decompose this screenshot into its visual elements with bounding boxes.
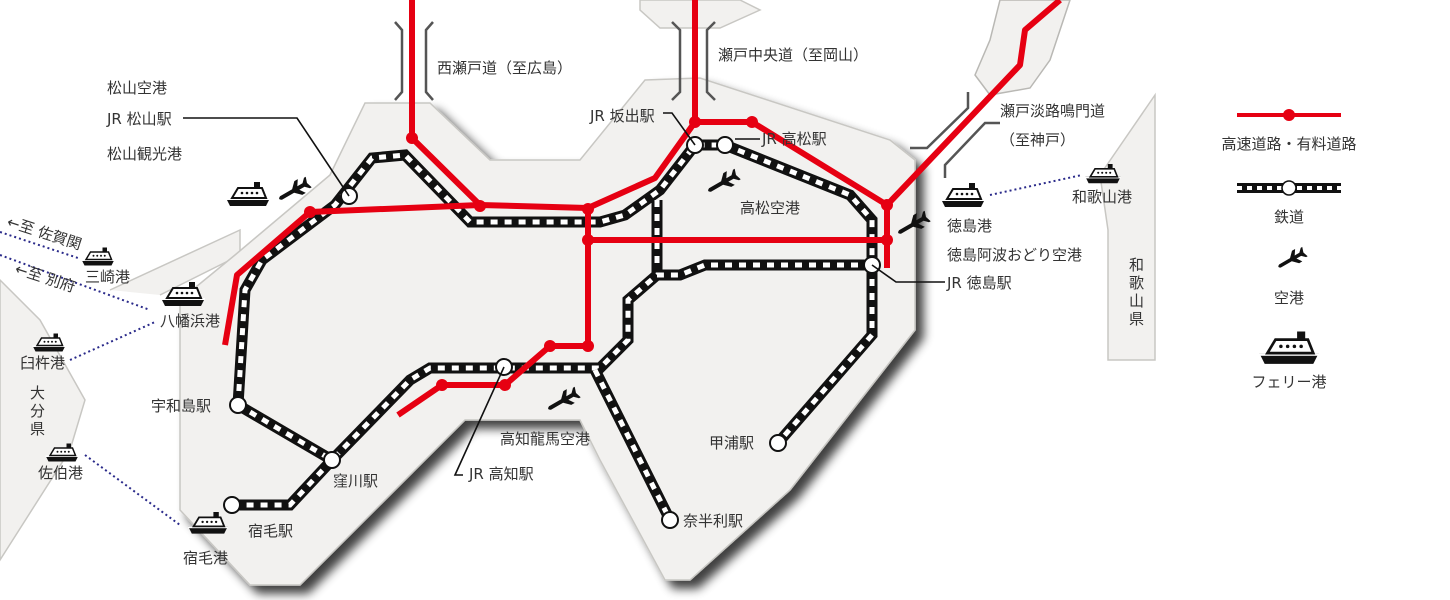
- label-wakayama-prefecture: 和 歌 山 県: [1129, 256, 1144, 328]
- label-matsuyama-airport: 松山空港: [107, 79, 167, 97]
- svg-text:山: 山: [1129, 292, 1144, 310]
- station-nahari[interactable]: [661, 511, 679, 529]
- label-misaki-port: 三崎港: [85, 268, 130, 286]
- label-tokushima-station: JR 徳島駅: [946, 274, 1012, 292]
- wakayama-land: [1099, 92, 1156, 361]
- legend-airport-icon: [1274, 245, 1309, 274]
- svg-text:歌: 歌: [1129, 274, 1144, 292]
- legend-rail: 鉄道: [1237, 180, 1341, 226]
- port-icon-matsuyama[interactable]: [225, 181, 271, 207]
- label-tokushima-port: 徳島港: [947, 217, 992, 235]
- legend-ferry-icon: [1257, 330, 1321, 366]
- ferry-route-tokushima-wakayama: [989, 174, 1083, 196]
- label-sukumo-station: 宿毛駅: [248, 522, 293, 540]
- ferry-routes: [0, 174, 1083, 526]
- highway-matsuyama-west: [222, 202, 481, 346]
- station-uwajima[interactable]: [229, 396, 247, 414]
- label-nahari-station: 奈半利駅: [683, 512, 743, 530]
- kyushu-land: [0, 278, 86, 562]
- label-yawatahama-port: 八幡浜港: [160, 312, 220, 330]
- railways: [232, 139, 878, 523]
- label-setoawaji-1: 瀬戸淡路鳴門道: [1000, 102, 1105, 120]
- shikoku-island: [179, 77, 916, 586]
- label-to-beppu: ←至 別府: [13, 260, 78, 296]
- label-usuki-port: 臼杵港: [20, 354, 65, 372]
- legend: 高速道路・有料道路 鉄道 空港 フェリー港: [1221, 109, 1357, 391]
- label-oita-prefecture: 大 分 県: [30, 384, 45, 438]
- label-tokushima-airport: 徳島阿波おどり空港: [947, 246, 1082, 264]
- ferry-route-misaki-saganoseki: [0, 231, 79, 259]
- label-setoawaji-2: （至神戸）: [1000, 131, 1075, 149]
- svg-text:和: 和: [1129, 256, 1144, 274]
- station-kubokawa[interactable]: [323, 451, 341, 469]
- bracket-setochuo-right: [705, 21, 716, 101]
- label-uwajima-station: 宇和島駅: [151, 397, 211, 415]
- honshu-land-top: [639, 0, 762, 29]
- ferry-route-yawatahama-beppu: [0, 254, 151, 311]
- stations: [223, 136, 881, 529]
- legend-highway-label: 高速道路・有料道路: [1221, 135, 1356, 153]
- label-kannoura-station: 甲浦駅: [709, 434, 754, 452]
- svg-text:分: 分: [30, 402, 45, 420]
- legend-highway: 高速道路・有料道路: [1221, 109, 1357, 153]
- label-saiki-port: 佐伯港: [38, 464, 83, 482]
- label-matsuyama-port: 松山観光港: [107, 145, 182, 163]
- bracket-nishiseto-left: [394, 21, 404, 101]
- legend-airport: 空港: [1274, 245, 1309, 307]
- legend-ferry: フェリー港: [1251, 330, 1327, 391]
- bracket-setochuo-left: [671, 21, 682, 101]
- highway-matsuyama: [409, 119, 890, 268]
- station-kannoura[interactable]: [769, 434, 787, 452]
- port-icon-tokushima[interactable]: [940, 182, 986, 208]
- svg-text:県: 県: [30, 420, 45, 438]
- legend-rail-label: 鉄道: [1274, 208, 1304, 226]
- bracket-nishiseto-right: [424, 21, 434, 101]
- highway-kochi: [396, 208, 591, 418]
- label-nishiseto: 西瀬戸道（至広島）: [437, 59, 572, 77]
- bracket-setoawaji-right: [943, 121, 1000, 178]
- bracket-setoawaji-left: [910, 92, 970, 150]
- leader-lines: [183, 112, 945, 476]
- svg-text:県: 県: [1129, 310, 1144, 328]
- label-takamatsu-station: JR 高松駅: [761, 130, 827, 148]
- port-icon-misaki[interactable]: [80, 246, 116, 267]
- highways: [222, 0, 1062, 418]
- label-matsuyama-station: JR 松山駅: [106, 110, 172, 128]
- label-setochuo: 瀬戸中央道（至岡山）: [718, 46, 868, 64]
- label-kubokawa-station: 窪川駅: [333, 472, 378, 490]
- label-sakaide-station: JR 坂出駅: [589, 107, 655, 125]
- legend-ferry-label: フェリー港: [1251, 373, 1326, 391]
- label-wakayama-port: 和歌山港: [1072, 188, 1132, 206]
- ferry-route-sukumo-saiki: [84, 454, 181, 526]
- ferry-route-yawatahama-usuki: [69, 321, 156, 361]
- label-kochi-airport: 高知龍馬空港: [500, 430, 590, 448]
- label-takamatsu-airport: 高松空港: [740, 199, 800, 217]
- highway-setoawaji: [884, 0, 1062, 208]
- station-sukumo[interactable]: [223, 496, 241, 514]
- label-kochi-station: JR 高知駅: [468, 465, 534, 483]
- svg-text:大: 大: [30, 384, 45, 402]
- legend-airport-label: 空港: [1274, 289, 1304, 307]
- station-takamatsu[interactable]: [716, 136, 734, 154]
- sadamisaki-peninsula: [109, 228, 241, 296]
- bridge-brackets: [394, 21, 1000, 178]
- label-sukumo-port: 宿毛港: [183, 549, 228, 567]
